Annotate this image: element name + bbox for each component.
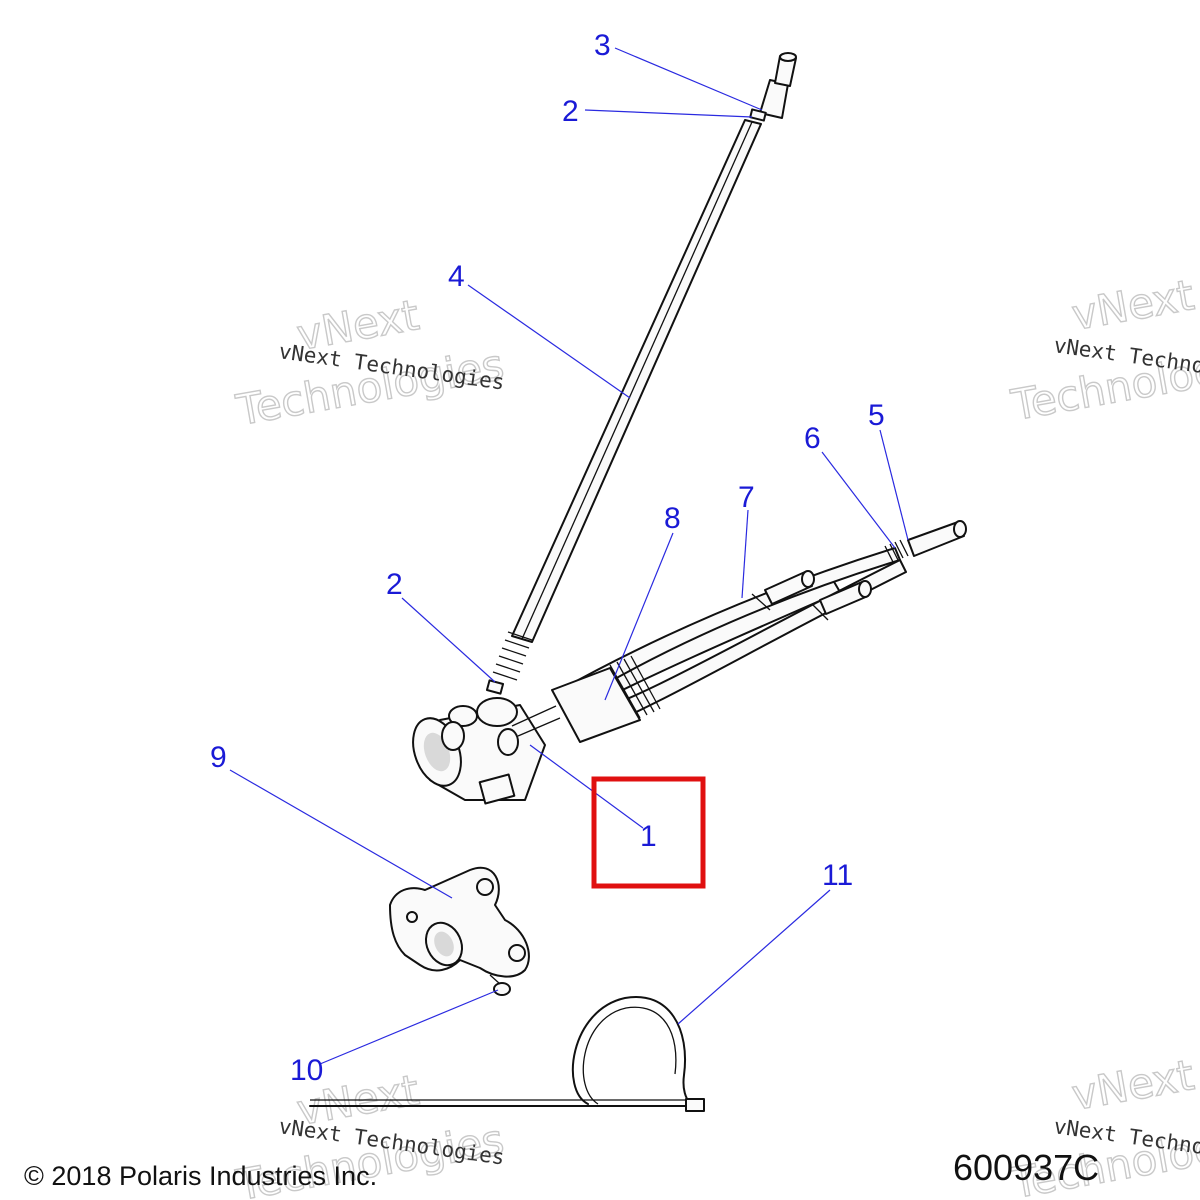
part-2-upper-clip (749, 108, 767, 122)
highlight-box-callout-1 (591, 776, 706, 889)
leader-1 (529, 744, 644, 829)
leader-9 (229, 769, 453, 899)
callout-6: 6 (804, 422, 821, 455)
callout-9: 9 (210, 741, 227, 774)
callout-8: 8 (664, 502, 681, 535)
part-10-screw (489, 974, 511, 996)
callout-3: 3 (594, 29, 611, 62)
callout-labels: 3 2 4 5 6 7 8 2 1 9 10 11 (210, 29, 885, 1087)
watermark-big-line-1: vNext (1068, 1050, 1197, 1120)
callout-7: 7 (738, 481, 755, 514)
copyright-text: © 2018 Polaris Industries Inc. (24, 1161, 377, 1191)
callout-2-lower: 2 (386, 568, 403, 601)
leader-3 (614, 47, 763, 111)
cable-bundle (551, 520, 967, 743)
watermark-big-line-1: vNext (1068, 270, 1197, 340)
callout-11: 11 (822, 859, 853, 892)
leader-4 (467, 284, 631, 399)
leader-2-lower (401, 597, 496, 683)
part-8-band (609, 655, 661, 719)
part-9-bracket (389, 866, 530, 978)
callout-10: 10 (290, 1054, 323, 1087)
part-1-actuator (412, 679, 561, 805)
callout-1: 1 (640, 820, 657, 853)
watermark-top-right: vNext Technologies vNext Technologies (1007, 270, 1200, 431)
part-8-sleeve (551, 667, 641, 743)
leader-11 (677, 889, 831, 1025)
leader-lines (229, 47, 909, 1065)
tube-bellows-lower (492, 631, 533, 681)
figure-id: 600937C (953, 1147, 1099, 1188)
part-6-spring (884, 539, 909, 563)
leader-5 (879, 429, 909, 541)
callout-5: 5 (868, 399, 885, 432)
leader-10 (319, 989, 499, 1065)
leader-6 (821, 451, 896, 549)
leader-2-upper (584, 109, 753, 118)
leader-7 (741, 509, 749, 599)
part-11-cable-tie (309, 995, 705, 1112)
part-2-lower-clip (485, 679, 505, 695)
part-3-top-tip (749, 52, 797, 122)
callout-4: 4 (448, 260, 465, 293)
part-4-long-tube (492, 119, 762, 681)
leader-8 (604, 532, 674, 701)
watermark-top-left: vNext Technologies vNext Technologies (232, 290, 509, 436)
callout-2-upper: 2 (562, 95, 579, 128)
